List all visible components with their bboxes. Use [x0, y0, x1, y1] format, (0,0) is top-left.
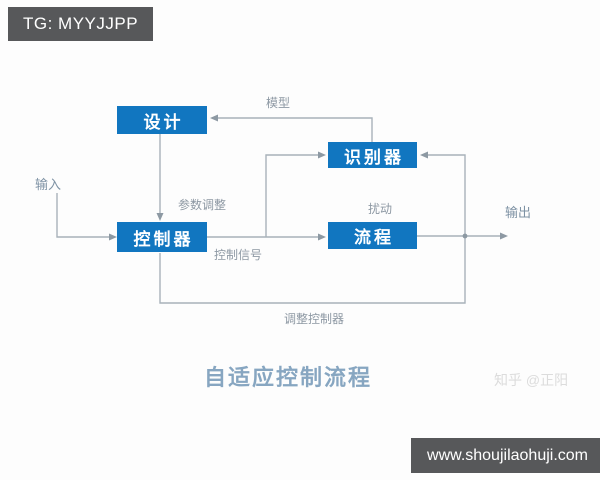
telegram-watermark-badge: TG: MYYJJPP	[8, 7, 154, 41]
node-controller: 控制器	[117, 222, 207, 252]
node-design: 设计	[117, 106, 207, 134]
edge-label-adjust-controller: 调整控制器	[284, 312, 345, 326]
edge-label-output: 输出	[505, 205, 532, 220]
edge-label-model: 模型	[266, 96, 291, 110]
edge-label-control-signal: 控制信号	[214, 248, 263, 262]
node-identifier: 识别器	[328, 142, 417, 168]
website-watermark-badge: www.shoujilaohuji.com	[411, 438, 600, 473]
node-process: 流程	[328, 222, 417, 249]
diagram-caption: 自适应控制流程	[203, 365, 372, 390]
edge-label-param-adjust: 参数调整	[178, 198, 227, 212]
edge-label-input: 输入	[35, 177, 62, 192]
author-watermark: 知乎 @正阳	[494, 372, 569, 388]
edge-label-disturbance: 扰动	[368, 202, 393, 216]
